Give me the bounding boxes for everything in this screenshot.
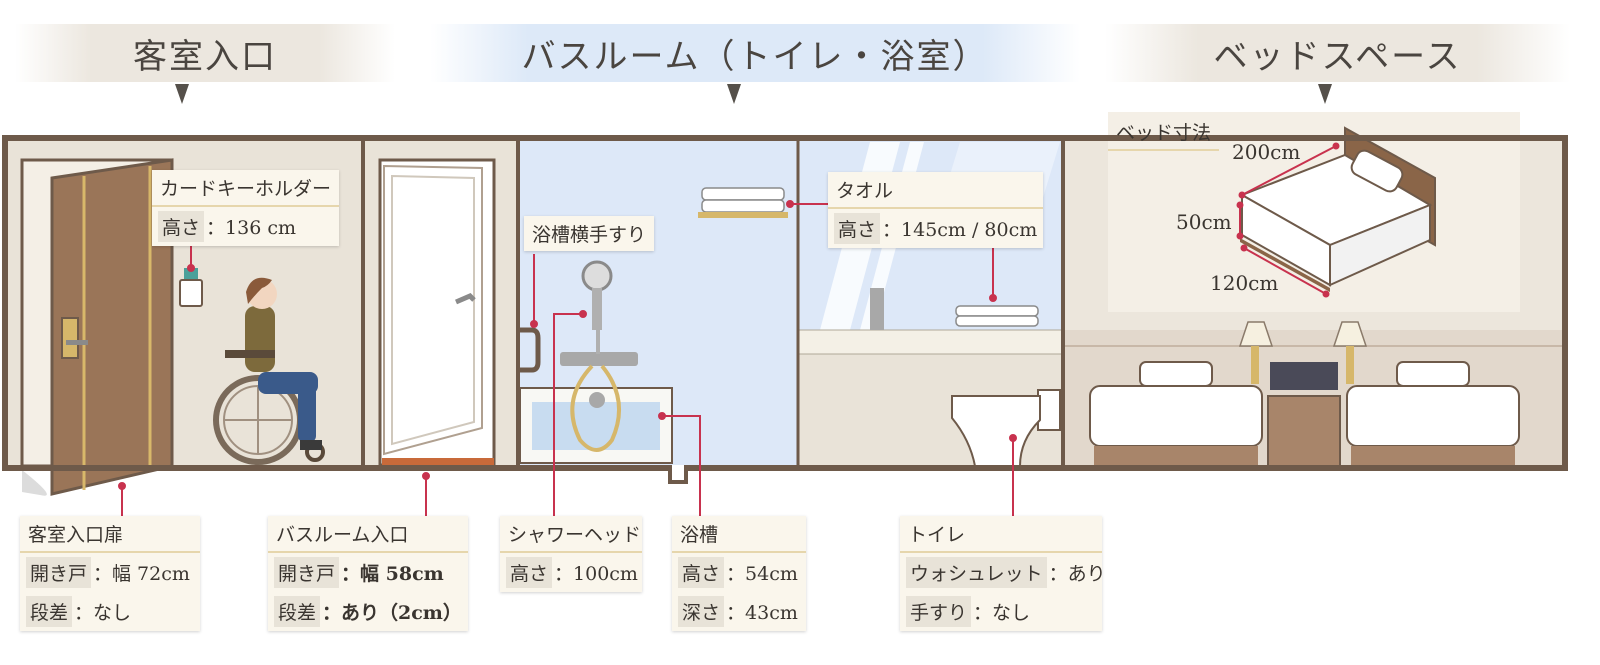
bathtub-height-key: 高さ [678, 557, 725, 588]
dimension-lines [1236, 142, 1340, 298]
bathroom-entrance-title: バスルーム入口 [268, 516, 468, 553]
bed-depth-label: 120cm [1210, 271, 1279, 295]
mirror-faucet-icon [870, 288, 884, 330]
towel-callout: タオル 高さ：145cm / 80cm [828, 172, 1044, 248]
faucet-icon [560, 352, 638, 366]
bathtub-depth-key: 深さ [678, 596, 725, 627]
toilet-title: トイレ [900, 516, 1102, 553]
towel-height-key: 高さ [834, 213, 881, 244]
bed-width-label: 200cm [1232, 140, 1301, 164]
door-step [382, 458, 494, 466]
card-key-holder-callout: カードキーホルダー 高さ：136 cm [152, 170, 340, 246]
shower-head-callout: シャワーヘッド 高さ：100cm [500, 516, 642, 592]
shower-head-icon [581, 260, 613, 292]
bath-handrail-callout: 浴槽横手すり [524, 216, 655, 251]
bath-handrail-title: 浴槽横手すり [532, 224, 647, 246]
towel-icon [698, 187, 1039, 327]
toilet-handrail-key: 手すり [906, 596, 972, 627]
bathroom-door [383, 164, 483, 456]
bathroom-door-step-value: ：あり（2cm） [322, 602, 462, 624]
toilet-icon [951, 389, 1061, 467]
card-key-holder [179, 279, 203, 307]
entrance-door-title: 客室入口扉 [20, 516, 200, 553]
section-title-bed-space: ベッドスペース [1213, 36, 1462, 77]
toilet-washlet-key: ウォシュレット [906, 557, 1047, 588]
bed-left-icon [1089, 361, 1263, 466]
towel-title: タオル [828, 172, 1044, 209]
entrance-door-callout: 客室入口扉 開き戸：幅 72cm 段差：なし [20, 516, 200, 631]
bed-size-title: ベッド寸法 [1108, 114, 1220, 151]
arrow-down-icon [175, 84, 189, 104]
shower-head-title: シャワーヘッド [500, 516, 642, 553]
entrance-door-type-value: ：幅 72cm [93, 563, 190, 585]
card-key-height-key: 高さ [158, 211, 205, 242]
arrow-down-icon [727, 84, 741, 104]
card-key-holder-title: カードキーホルダー [152, 170, 340, 207]
lamp-icon [1238, 321, 1368, 384]
bathroom-door-type-value: ：幅 58cm [341, 563, 444, 585]
entrance-door-step-key: 段差 [26, 596, 73, 627]
shower-head-height-key: 高さ [506, 557, 553, 588]
entrance-door-step-value: ：なし [74, 602, 132, 624]
bed-isometric-icon [1239, 126, 1436, 292]
shower-hose-icon [570, 364, 622, 452]
bed-height-label: 50cm [1176, 210, 1232, 234]
bathtub-callout: 浴槽 高さ：54cm 深さ：43cm [672, 516, 806, 631]
door-lock-icon [61, 317, 79, 359]
nightstand-icon [1267, 395, 1341, 467]
section-header-bed-space: ベッドスペース [1105, 24, 1570, 82]
bathroom-entrance-callout: バスルーム入口 開き戸：幅 58cm 段差：あり（2cm） [268, 516, 468, 631]
towel-height-value: ：145cm / 80cm [882, 219, 1038, 241]
toilet-handrail-value: ：なし [973, 602, 1031, 624]
card-key-height-value: ：136 cm [206, 217, 296, 239]
bathroom-door-type-key: 開き戸 [274, 557, 340, 588]
entrance-door-type-key: 開き戸 [26, 557, 92, 588]
bed-right-icon [1346, 361, 1520, 466]
leader-lines [118, 200, 1017, 516]
section-title-bathroom: バスルーム（トイレ・浴室） [521, 36, 989, 77]
shower-head-height-value: ：100cm [554, 563, 638, 585]
toilet-callout: トイレ ウォシュレット：あり 手すり：なし [900, 516, 1106, 631]
wheelchair-user-icon [213, 277, 325, 465]
card-key-icon [184, 268, 198, 280]
arrow-down-icon [1318, 84, 1332, 104]
bathtub-title: 浴槽 [672, 516, 806, 553]
bathtub-depth-value: ：43cm [726, 602, 798, 624]
bath-handrail-icon [520, 327, 541, 373]
outer-wall [2, 135, 1568, 471]
bed-size-title-box: ベッド寸法 [1108, 114, 1220, 151]
tv-panel-icon [1270, 362, 1338, 390]
section-header-entrance: 客室入口 [15, 24, 395, 82]
bathroom-door-step-key: 段差 [274, 596, 321, 627]
bathtub-height-value: ：54cm [726, 563, 798, 585]
toilet-washlet-value: ：あり [1048, 563, 1106, 585]
section-header-bathroom: バスルーム（トイレ・浴室） [430, 24, 1080, 82]
door-handle-icon [455, 293, 476, 305]
section-title-entrance: 客室入口 [133, 36, 277, 77]
